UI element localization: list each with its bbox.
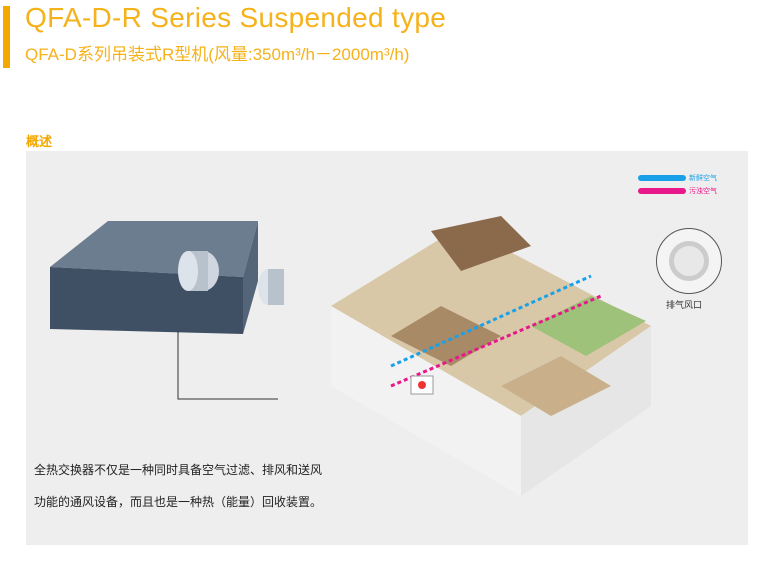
legend-polluted-air: 污浊空气 — [638, 186, 717, 196]
page-subtitle: QFA-D系列吊装式R型机(风量:350m³/h－2000m³/h) — [25, 45, 410, 64]
page-title: QFA-D-R Series Suspended type — [25, 2, 447, 33]
title-accent-bar — [3, 6, 10, 68]
legend-fresh-air: 新鲜空气 — [638, 173, 717, 183]
overview-panel: 新鲜空气 污浊空气 排气风口 全热交换器不仅是一种同时具备空气过滤、排风和送风 … — [26, 151, 748, 545]
ventilator-unit-image — [50, 221, 278, 400]
section-title: 概述 — [26, 134, 53, 149]
exhaust-vent-callout — [656, 228, 722, 294]
description-line-2: 功能的通风设备，而且也是一种热（能量）回收装置。 — [34, 495, 323, 509]
exhaust-vent-label: 排气风口 — [666, 300, 703, 310]
unit-outlet-image — [258, 269, 284, 305]
house-cutaway-image — [331, 216, 651, 496]
description-line-1: 全热交换器不仅是一种同时具备空气过滤、排风和送风 — [34, 463, 323, 477]
polluted-air-arrow-icon — [638, 188, 686, 194]
fresh-air-arrow-icon — [638, 175, 686, 181]
exhaust-vent-icon — [669, 241, 709, 281]
